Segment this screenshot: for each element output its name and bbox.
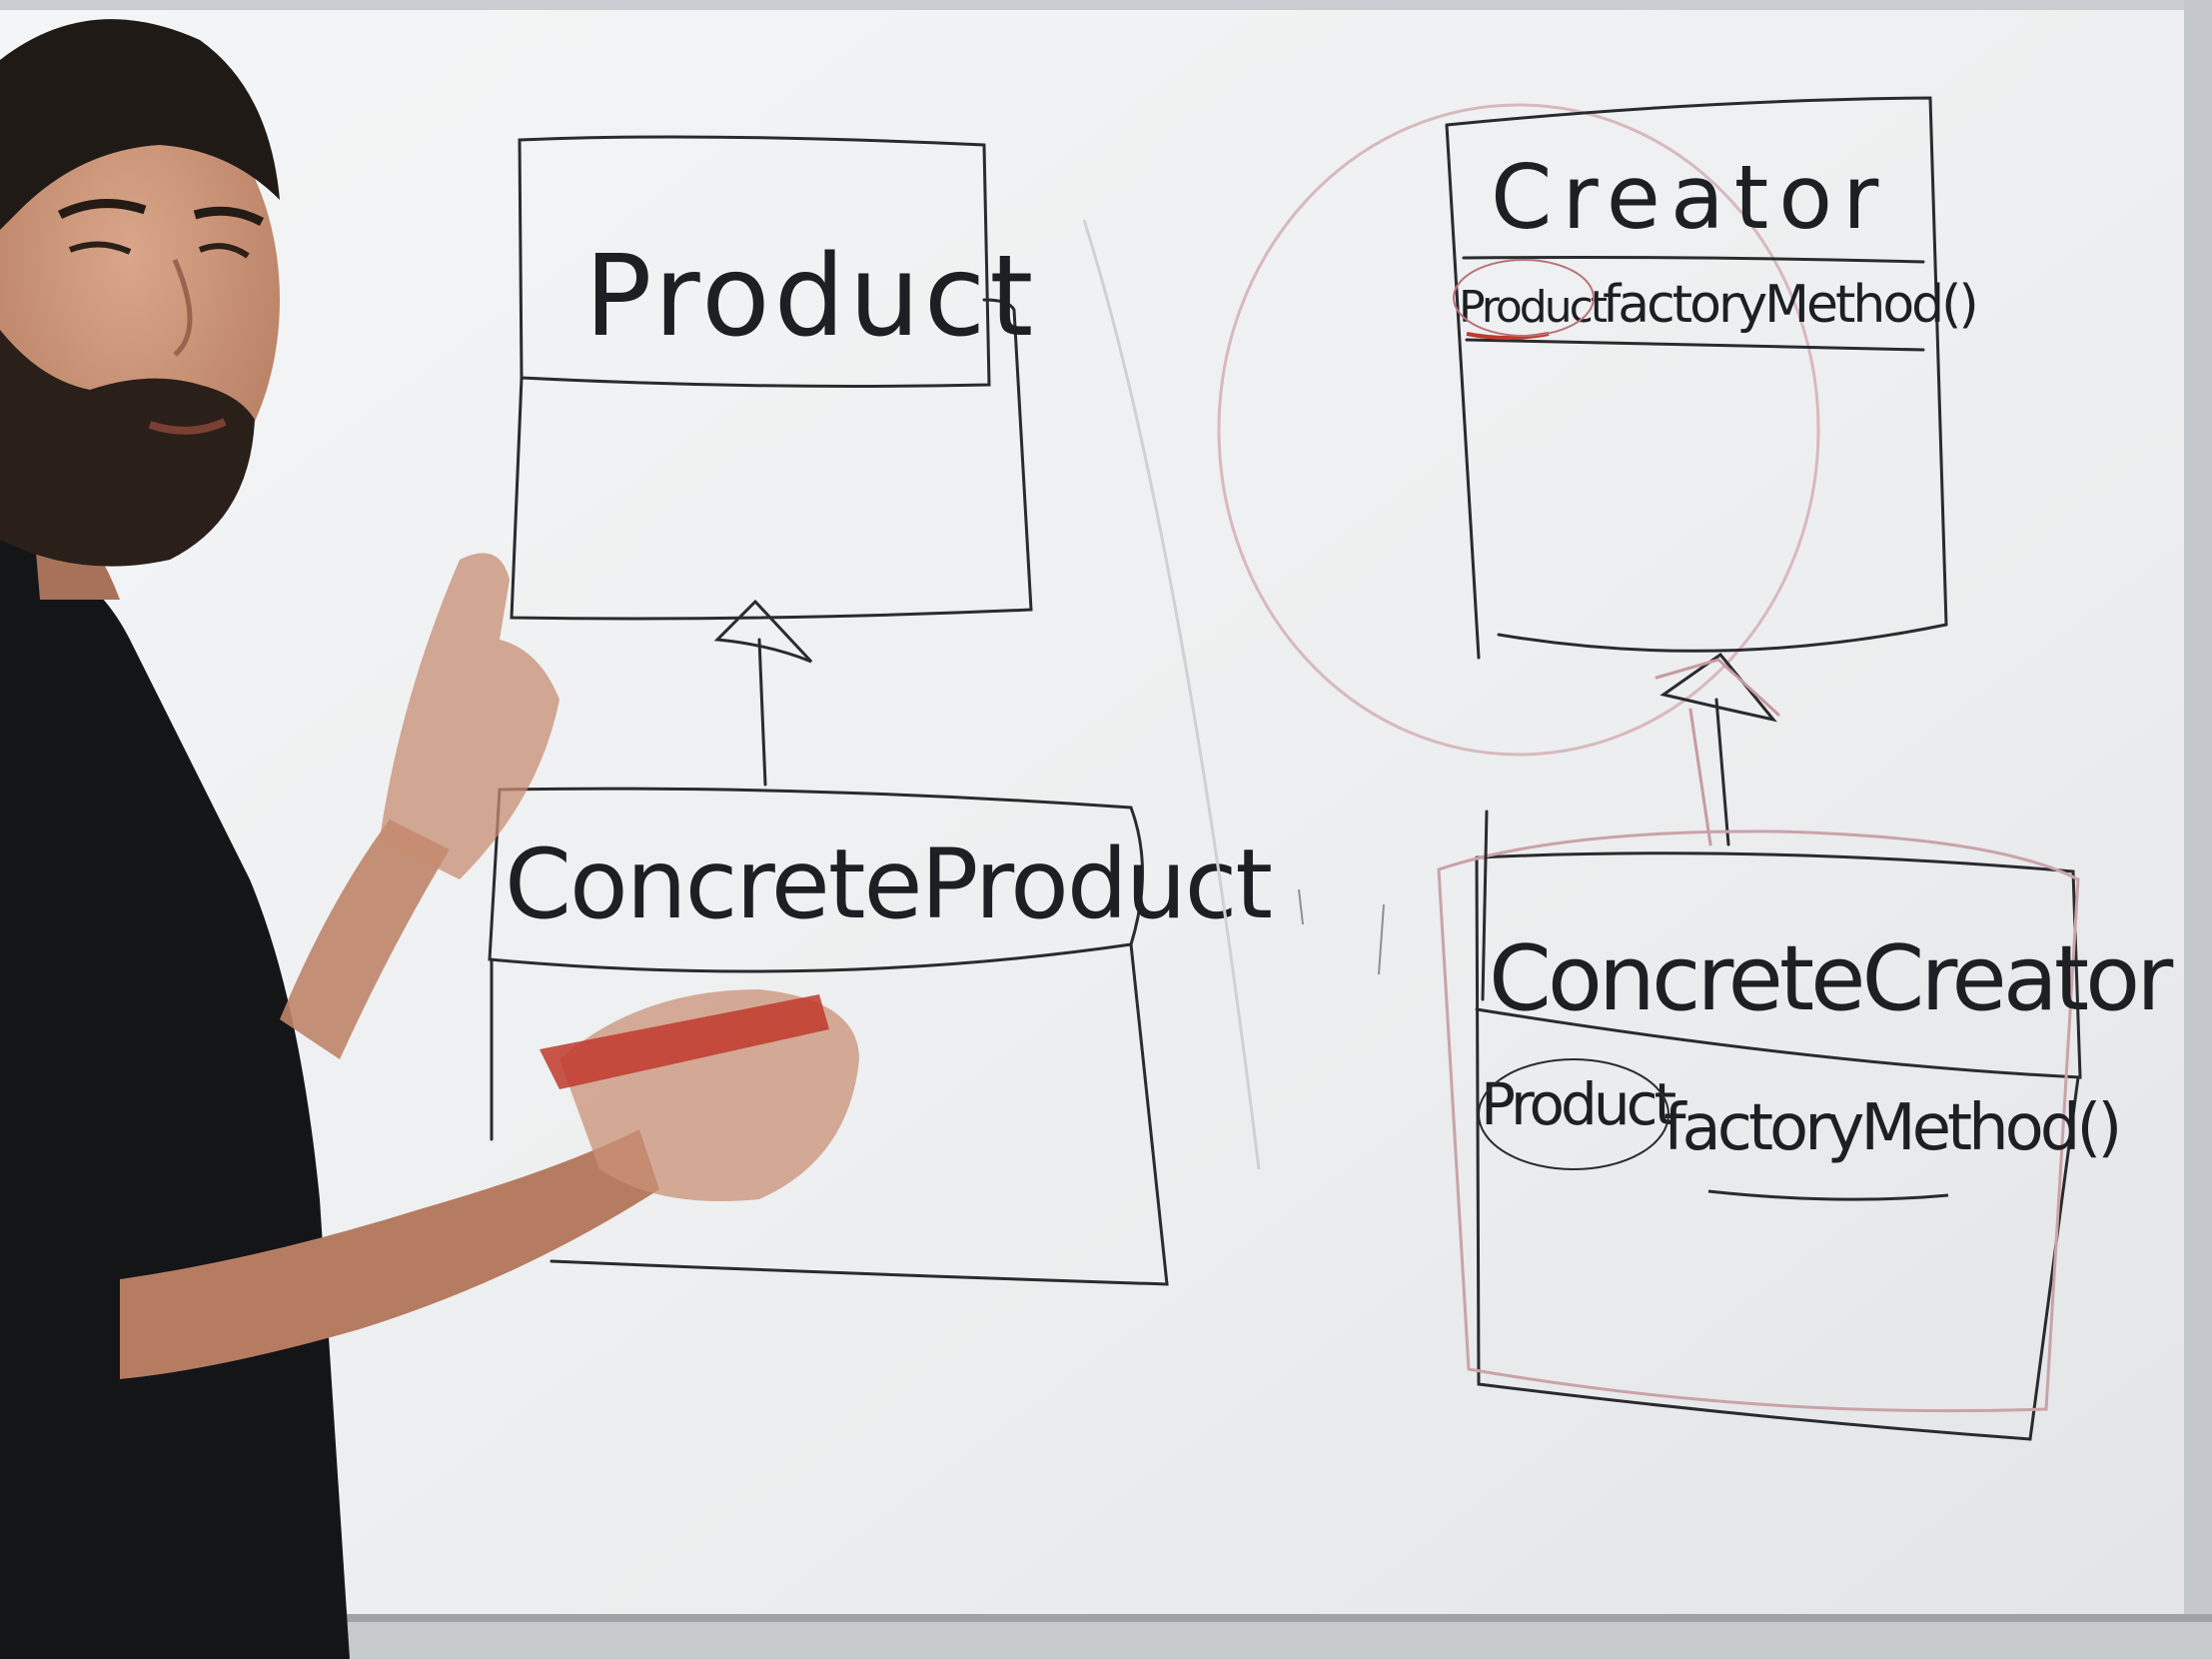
- arrow-pink-trace: [1655, 658, 1780, 846]
- arrow-triangle: [713, 599, 813, 664]
- concrete-creator-method-name: factoryMethod(): [1663, 1091, 2118, 1165]
- arrow-triangle: [1659, 652, 1777, 723]
- concrete-creator-title: ConcreteCreator: [1489, 926, 2173, 1031]
- marker-pen: [540, 994, 829, 1089]
- presenter-beard: [0, 330, 255, 567]
- presenter-mouth: [148, 418, 227, 435]
- concrete-creator-tick: [1481, 810, 1489, 1001]
- concrete-creator-method-return-circle: [1478, 1058, 1669, 1170]
- presenter-eye: [68, 241, 132, 255]
- concrete-product-title: ConcreteProduct: [505, 829, 1271, 940]
- creator-method-separator: [1465, 338, 1925, 352]
- whiteboard-tray: [0, 1614, 2212, 1622]
- product-title: Product: [584, 232, 1037, 362]
- creator-class: [1445, 96, 1948, 660]
- concrete-creator-method-return-type: Product: [1481, 1070, 1675, 1138]
- concrete-product-class: [488, 787, 1169, 1286]
- product-class: [510, 135, 1033, 621]
- whiteboard-frame-top: [0, 0, 2212, 10]
- concrete-product-body-box: [490, 942, 1169, 1286]
- whiteboard-frame-right: [2184, 0, 2212, 1659]
- concrete-creator-class: [1437, 810, 2082, 1441]
- board-mark: [1298, 888, 1385, 975]
- presenter-hair: [0, 19, 280, 230]
- presenter-eyebrow: [193, 206, 265, 227]
- presenter-shirt: [0, 540, 350, 1659]
- product-header-box: [518, 135, 991, 388]
- presenter: [0, 19, 859, 1659]
- creator-highlight-circle: [1217, 103, 1820, 757]
- concrete-creator-box: [1475, 851, 2082, 1441]
- board-faint-line: [1082, 219, 1261, 1170]
- concrete-creator-method-underline: [1707, 1189, 1949, 1201]
- presenter-nose: [172, 259, 193, 357]
- arrow-line: [757, 638, 767, 787]
- presenter-arm: [120, 1129, 659, 1379]
- creator-method-name: factoryMethod(): [1603, 275, 1976, 335]
- creator-title: Creator: [1491, 146, 1888, 249]
- product-inheritance-arrow: [713, 599, 813, 787]
- creator-box: [1445, 96, 1948, 660]
- concrete-creator-pink-box: [1437, 830, 2080, 1413]
- creator-inheritance-arrow: [1655, 652, 1780, 846]
- creator-method-return-type: Product: [1459, 282, 1608, 333]
- concrete-product-header-box: [488, 787, 1144, 973]
- presenter-forearm: [280, 820, 450, 1059]
- creator-method-return-circle: [1453, 259, 1595, 337]
- presenter-eyebrow: [57, 199, 147, 220]
- arrow-line: [1714, 698, 1730, 846]
- creator-header-separator: [1462, 256, 1925, 264]
- presenter-raised-hand: [380, 553, 559, 879]
- product-body-box: [510, 298, 1033, 621]
- presenter-eye: [198, 243, 250, 259]
